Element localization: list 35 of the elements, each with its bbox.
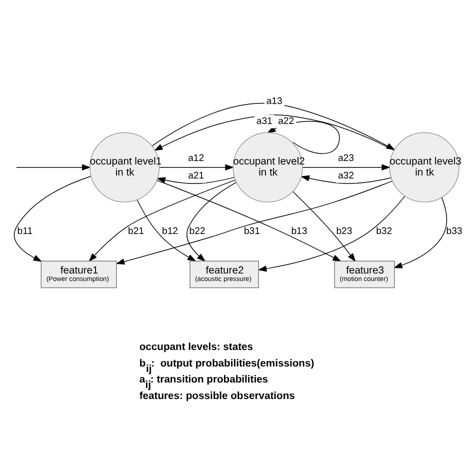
- edge-label: b21: [128, 226, 144, 237]
- arrow: [156, 180, 342, 262]
- label: features: possible observations: [139, 390, 295, 402]
- arrow: [16, 164, 91, 170]
- edge-label: a31: [256, 116, 272, 127]
- arrow: [300, 174, 392, 184]
- arrow: [14, 175, 92, 262]
- node-circle: occupant level3 in tk: [389, 132, 460, 202]
- edge-label: b13: [291, 226, 308, 237]
- edge-label: a21: [188, 170, 204, 182]
- label: occupant levels: states: [139, 342, 254, 353]
- edge-label: a22: [278, 115, 294, 126]
- arrow: [116, 180, 393, 264]
- arrow: [292, 190, 356, 262]
- edge-label: b11: [17, 226, 33, 237]
- arrow: [88, 179, 236, 262]
- edge-label: a12: [188, 152, 204, 164]
- edge-label: b23: [336, 226, 352, 237]
- edge-label: a13: [266, 96, 282, 107]
- edge-label: a32: [338, 170, 354, 182]
- arrow: [258, 195, 406, 272]
- arrow: [156, 176, 235, 184]
- node-circle: occupant level2 in tk: [232, 132, 303, 202]
- edge-label: b32: [376, 226, 392, 237]
- edge-label: b22: [189, 226, 206, 237]
- edge-label: b12: [162, 226, 178, 237]
- arrow: [302, 164, 391, 170]
- edge-label: b31: [244, 226, 260, 237]
- node-circle: occupant level1 in tk: [90, 132, 160, 202]
- arrow: [136, 198, 196, 261]
- edge-label: b33: [446, 226, 462, 237]
- arrow: [159, 164, 234, 170]
- arrow: [393, 196, 448, 268]
- edge-label: a23: [338, 152, 354, 164]
- arrow: [186, 181, 237, 262]
